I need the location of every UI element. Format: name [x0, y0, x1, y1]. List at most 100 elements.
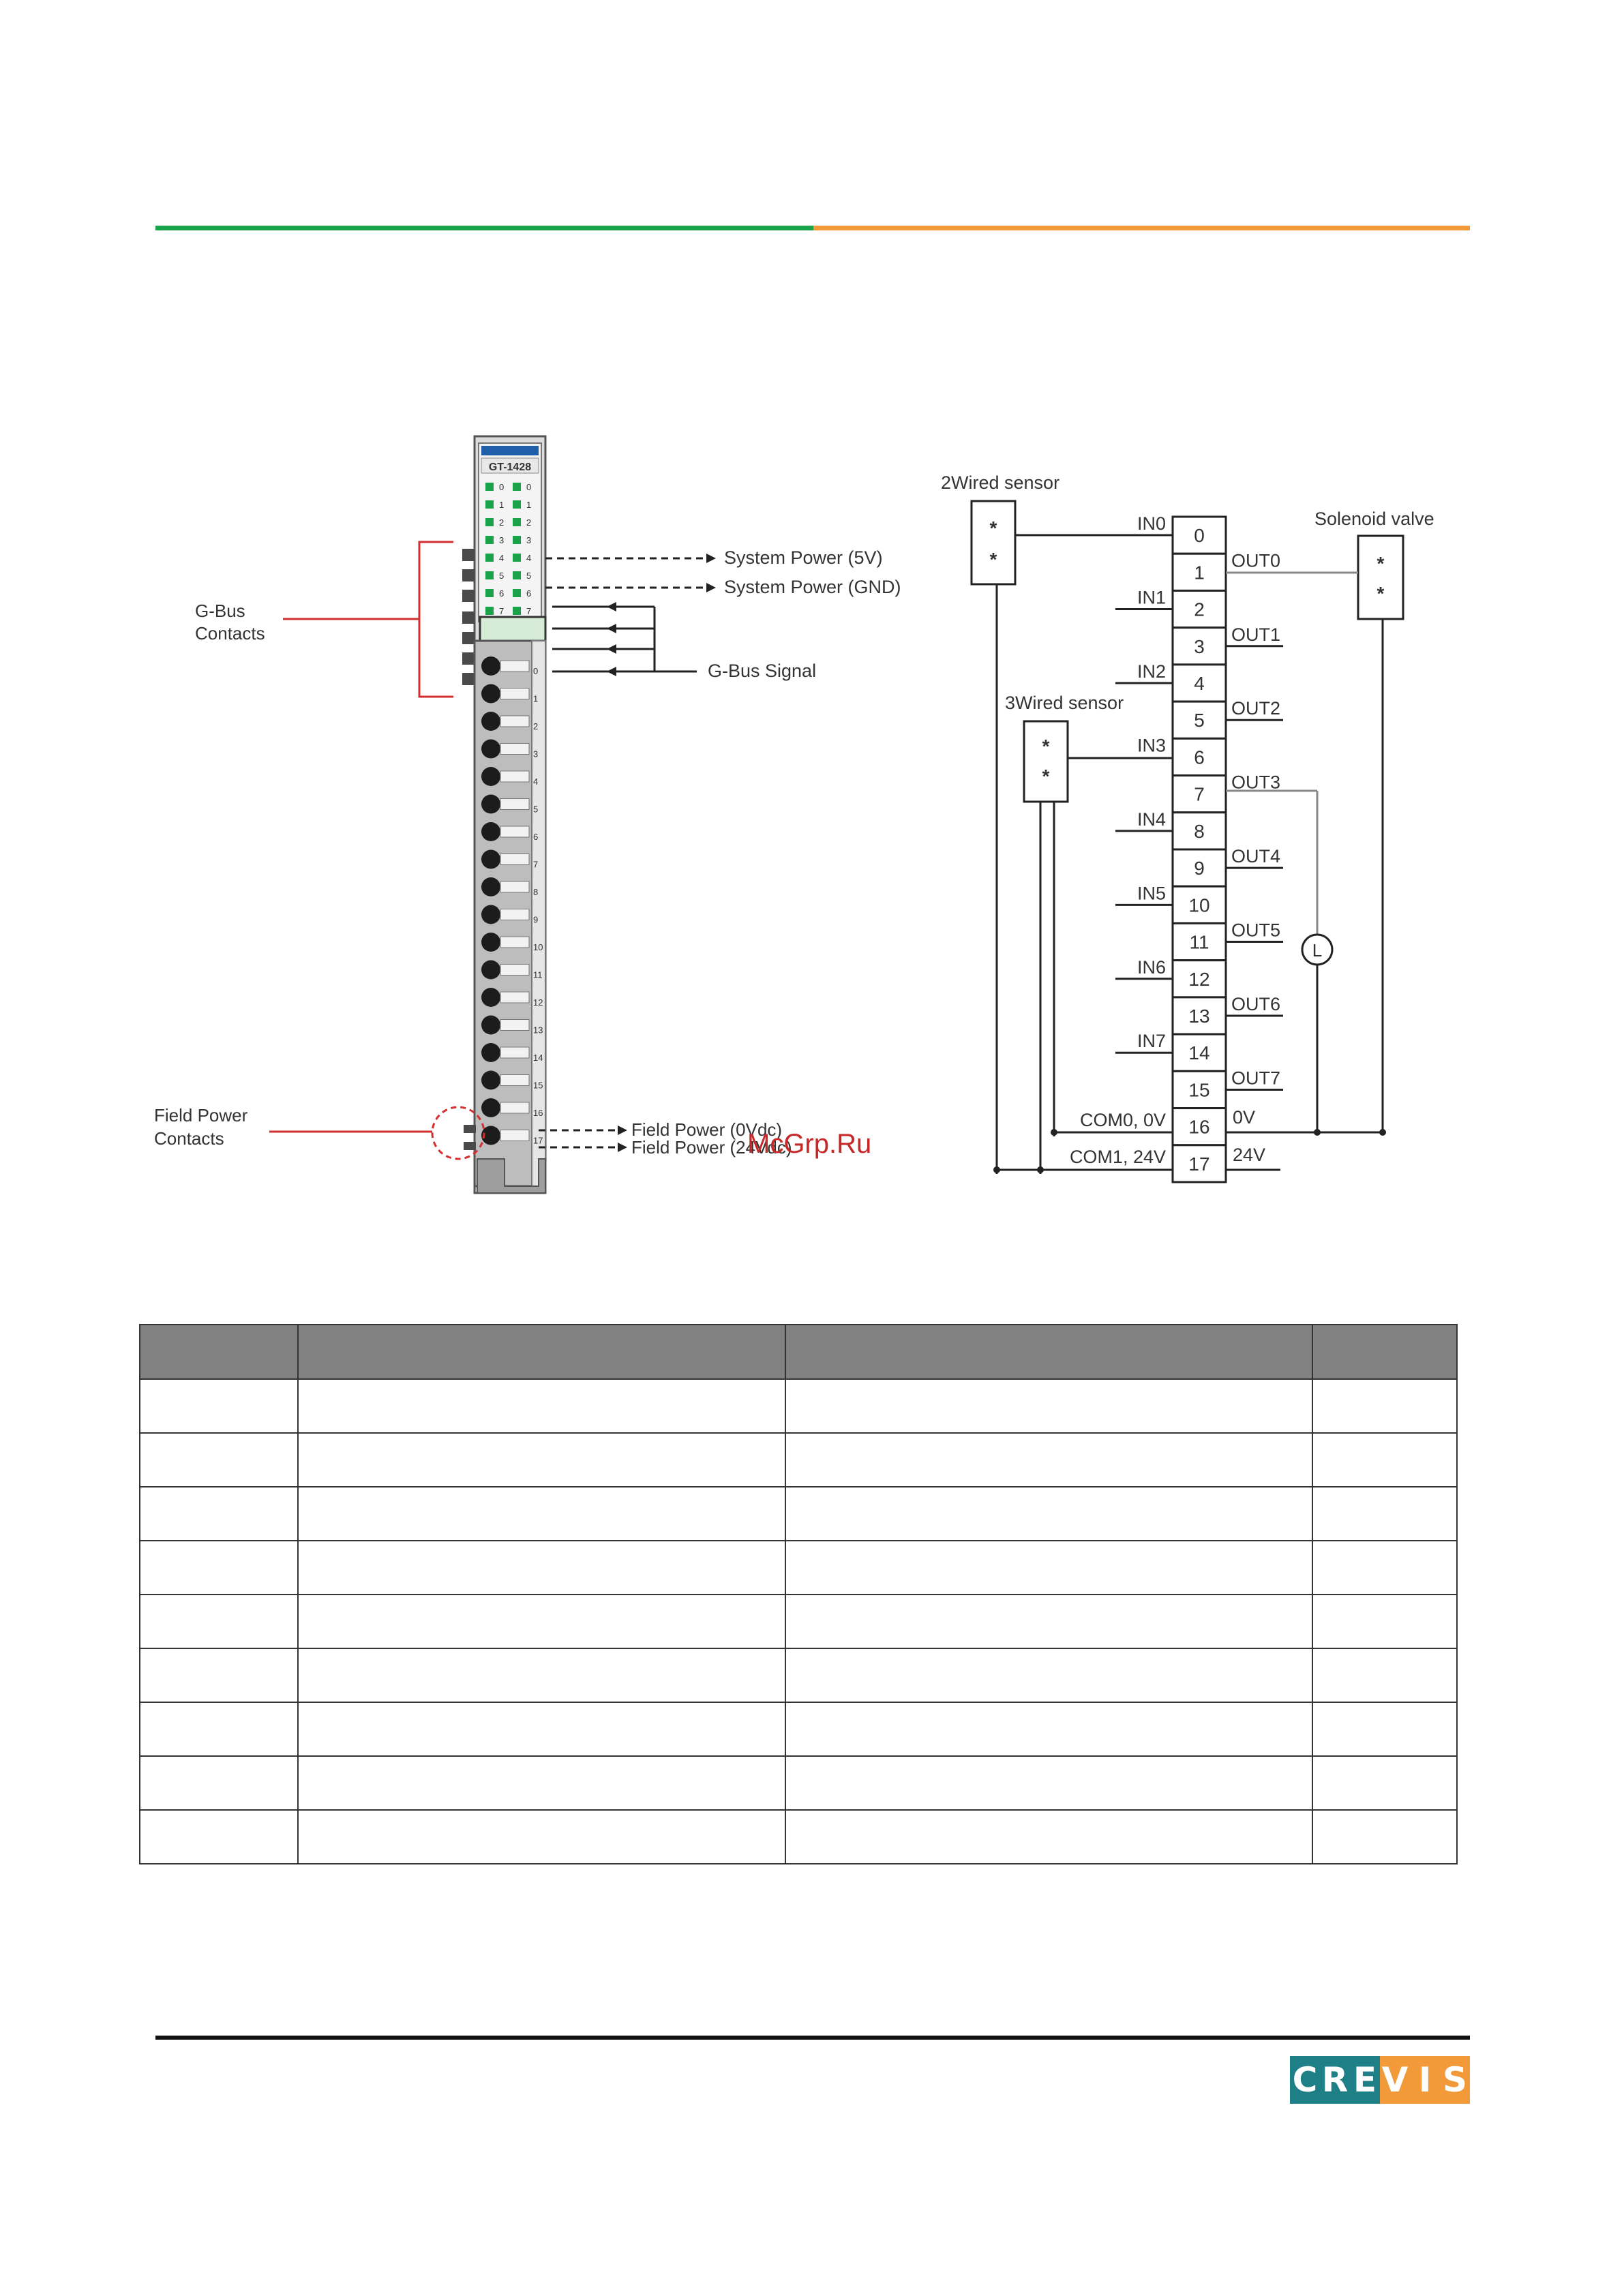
two-wired-sensor-label: 2Wired sensor — [941, 472, 1059, 493]
output-led — [513, 589, 521, 597]
terminal-slot — [500, 743, 530, 755]
solenoid-valve-label: Solenoid valve — [1314, 509, 1434, 529]
led-number: 7 — [526, 606, 531, 616]
header-rule-orange — [813, 226, 1470, 230]
led-number: 2 — [499, 517, 504, 528]
table-cell — [139, 1594, 299, 1649]
input-led — [485, 500, 494, 509]
led-number: 3 — [499, 535, 504, 545]
terminal-screw — [481, 1015, 500, 1035]
terminal-number: 15 — [533, 1081, 543, 1091]
input-led — [485, 554, 494, 562]
field-power-contacts-label-2: Contacts — [154, 1128, 224, 1149]
table-cell — [139, 1378, 299, 1434]
led-number: 1 — [526, 500, 531, 510]
spec-table — [139, 1324, 1458, 1864]
input-label: IN6 — [1137, 957, 1166, 978]
terminal-number: 6 — [533, 832, 538, 842]
three-wired-sensor-label: 3Wired sensor — [1005, 693, 1124, 713]
terminal-cell — [1171, 737, 1227, 777]
terminal-slot — [500, 854, 530, 865]
field-power-contacts-label-1: Field Power — [154, 1105, 248, 1126]
input-led — [485, 571, 494, 579]
table-cell — [1312, 1755, 1458, 1811]
terminal-number: 2 — [1194, 599, 1205, 620]
terminal-number: 3 — [533, 749, 538, 759]
two-wired-sensor-box — [970, 500, 1017, 586]
terminal-slot — [500, 715, 530, 727]
terminal-number: 13 — [533, 1025, 543, 1036]
table-cell — [297, 1809, 787, 1864]
output-led — [513, 483, 521, 491]
table-cell — [1312, 1594, 1458, 1649]
terminal-screw — [481, 684, 500, 704]
led-number: 6 — [526, 588, 531, 599]
table-cell — [784, 1702, 1314, 1757]
terminal-slot — [500, 770, 530, 783]
gbus-contact-pin — [462, 590, 475, 602]
terminal-screw — [481, 849, 500, 869]
led-number: 7 — [499, 606, 504, 616]
terminal-number: 0 — [1194, 525, 1205, 546]
svg-text:*: * — [990, 549, 997, 570]
field-power-pin — [464, 1142, 476, 1150]
input-label: IN0 — [1137, 513, 1166, 534]
svg-text:*: * — [1042, 766, 1050, 787]
led-number: 0 — [499, 482, 504, 492]
input-label: IN7 — [1137, 1031, 1166, 1051]
terminal-screw — [481, 1126, 500, 1145]
terminal-slot — [500, 964, 530, 976]
terminal-slot — [500, 936, 530, 948]
table-cell — [784, 1432, 1314, 1487]
gbus-signal-arrows — [552, 605, 697, 673]
table-cell — [297, 1486, 787, 1541]
system-power-5v-label: System Power (5V) — [724, 547, 883, 568]
field-power-0v-label: Field Power (0Vdc) — [631, 1119, 782, 1140]
table-header-row — [139, 1324, 1458, 1380]
gbus-signal-label: G-Bus Signal — [708, 661, 816, 681]
terminal-number: 5 — [533, 804, 538, 815]
terminal-slot — [500, 991, 530, 1003]
terminal-screw — [481, 739, 500, 759]
table-cell — [297, 1755, 787, 1811]
led-number: 2 — [526, 517, 531, 528]
com1-label: COM1, 24V — [1070, 1147, 1166, 1167]
field-power-24v-label: Field Power (24Vdc) — [631, 1137, 792, 1158]
gbus-contact-pin — [462, 652, 475, 665]
gbus-contacts-bracket — [418, 541, 453, 698]
gbus-contacts-label-1: G-Bus — [195, 601, 245, 621]
table-cell — [297, 1648, 787, 1703]
terminal-cell — [1171, 1070, 1227, 1110]
terminal-slot — [500, 881, 530, 893]
header-rule — [155, 226, 1470, 230]
terminal-number: 11 — [533, 970, 543, 980]
output-led — [513, 518, 521, 526]
terminal-screw — [481, 905, 500, 924]
terminal-number: 13 — [1188, 1006, 1209, 1027]
terminal-slot — [500, 1102, 530, 1114]
output-led — [513, 607, 521, 615]
table-cell — [139, 1648, 299, 1703]
table-cell — [1312, 1432, 1458, 1487]
table-cell — [297, 1702, 787, 1757]
input-label: IN3 — [1137, 735, 1166, 755]
table-cell — [297, 1594, 787, 1649]
output-label: OUT7 — [1231, 1068, 1280, 1088]
table-cell — [1312, 1648, 1458, 1703]
terminal-screw — [481, 767, 500, 786]
terminal-number: 1 — [1194, 562, 1205, 583]
terminal-cell — [1171, 848, 1227, 888]
table-cell — [784, 1486, 1314, 1541]
svg-text:L: L — [1312, 940, 1322, 961]
terminal-slot — [500, 798, 530, 810]
terminal-number: 10 — [1188, 894, 1209, 916]
terminal-number: 14 — [1188, 1042, 1209, 1063]
output-label: OUT1 — [1231, 624, 1280, 645]
logo-letter: C — [1290, 2056, 1320, 2104]
terminal-screw — [481, 877, 500, 896]
terminal-number: 0 — [533, 666, 538, 676]
terminal-slot — [500, 1046, 530, 1059]
